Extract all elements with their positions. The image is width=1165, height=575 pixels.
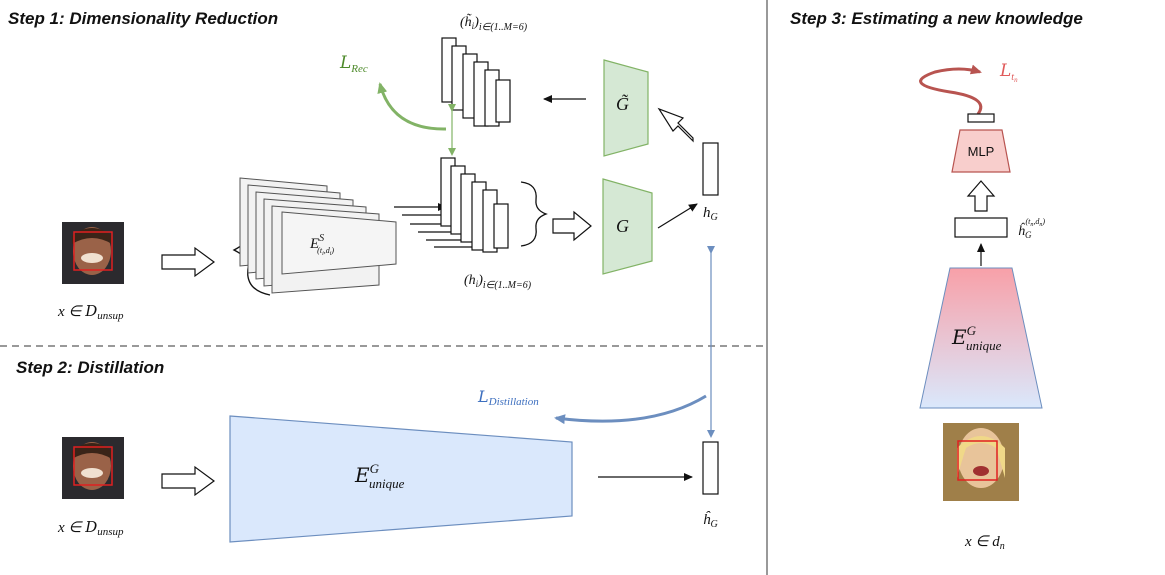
loss-rec-arrow <box>377 82 447 131</box>
hg-hat-label-step2: ĥG <box>703 511 718 530</box>
hg-vector-step1 <box>702 142 719 196</box>
hg-label-step1: hG <box>703 205 718 223</box>
g-to-hg-arrow <box>657 203 698 229</box>
student-encoder <box>229 415 573 543</box>
decoder-g-tilde <box>603 59 649 157</box>
face-photo-icon <box>943 423 1019 501</box>
step1-input-label: x ∈ Dunsup <box>57 302 124 322</box>
step3-input-label: x ∈ dn <box>964 534 1005 552</box>
step3-title: Step 3: Estimating a new knowledge <box>790 9 1083 28</box>
hollow-arrow-to-g <box>552 210 592 242</box>
mlp-label: MLP <box>968 144 995 159</box>
step1-title: Step 1: Dimensionality Reduction <box>8 9 278 28</box>
decoder-g-tilde-label: G̃ <box>616 94 629 114</box>
hg-hat-vector-step3 <box>954 217 1008 238</box>
features-stack-top <box>441 37 511 127</box>
h-top-label: (h̃i)i∈(1..M=6) <box>460 13 528 33</box>
encoder-g-label: G <box>616 216 629 236</box>
encoder-unique-step3 <box>919 267 1043 409</box>
loss-rec-label: LRec <box>339 53 368 75</box>
loss-distillation-arrow <box>554 394 707 425</box>
hg-hat-vector-step2 <box>702 441 719 495</box>
features-stack-bottom <box>440 157 509 253</box>
mlp-block <box>951 129 1011 173</box>
hollow-arrow-step2 <box>161 465 216 497</box>
hollow-arrow-to-decoder <box>657 107 694 143</box>
encoder-stack <box>239 177 397 294</box>
loss-distillation-label: LDistillation <box>477 387 539 408</box>
face-photo-icon <box>62 437 124 499</box>
hollow-arrow-input <box>161 246 216 278</box>
face-photo-icon <box>62 222 124 284</box>
brace-right <box>520 181 548 247</box>
step2-input-label: x ∈ Dunsup <box>57 518 124 538</box>
loss-tn-label: Ltn <box>999 61 1018 84</box>
encoder-g <box>602 178 653 275</box>
hollow-arrow-up <box>966 180 996 212</box>
h-bottom-label: (hi)i∈(1..M=6) <box>464 273 532 291</box>
loss-tn-arrow <box>919 64 983 115</box>
mlp-output <box>967 113 995 123</box>
encoder-stack-label: ES(ti,di) <box>309 233 334 257</box>
step2-title: Step 2: Distillation <box>16 358 164 377</box>
hg-hat-label-step3: ĥG(tn,dn) <box>1018 217 1045 240</box>
